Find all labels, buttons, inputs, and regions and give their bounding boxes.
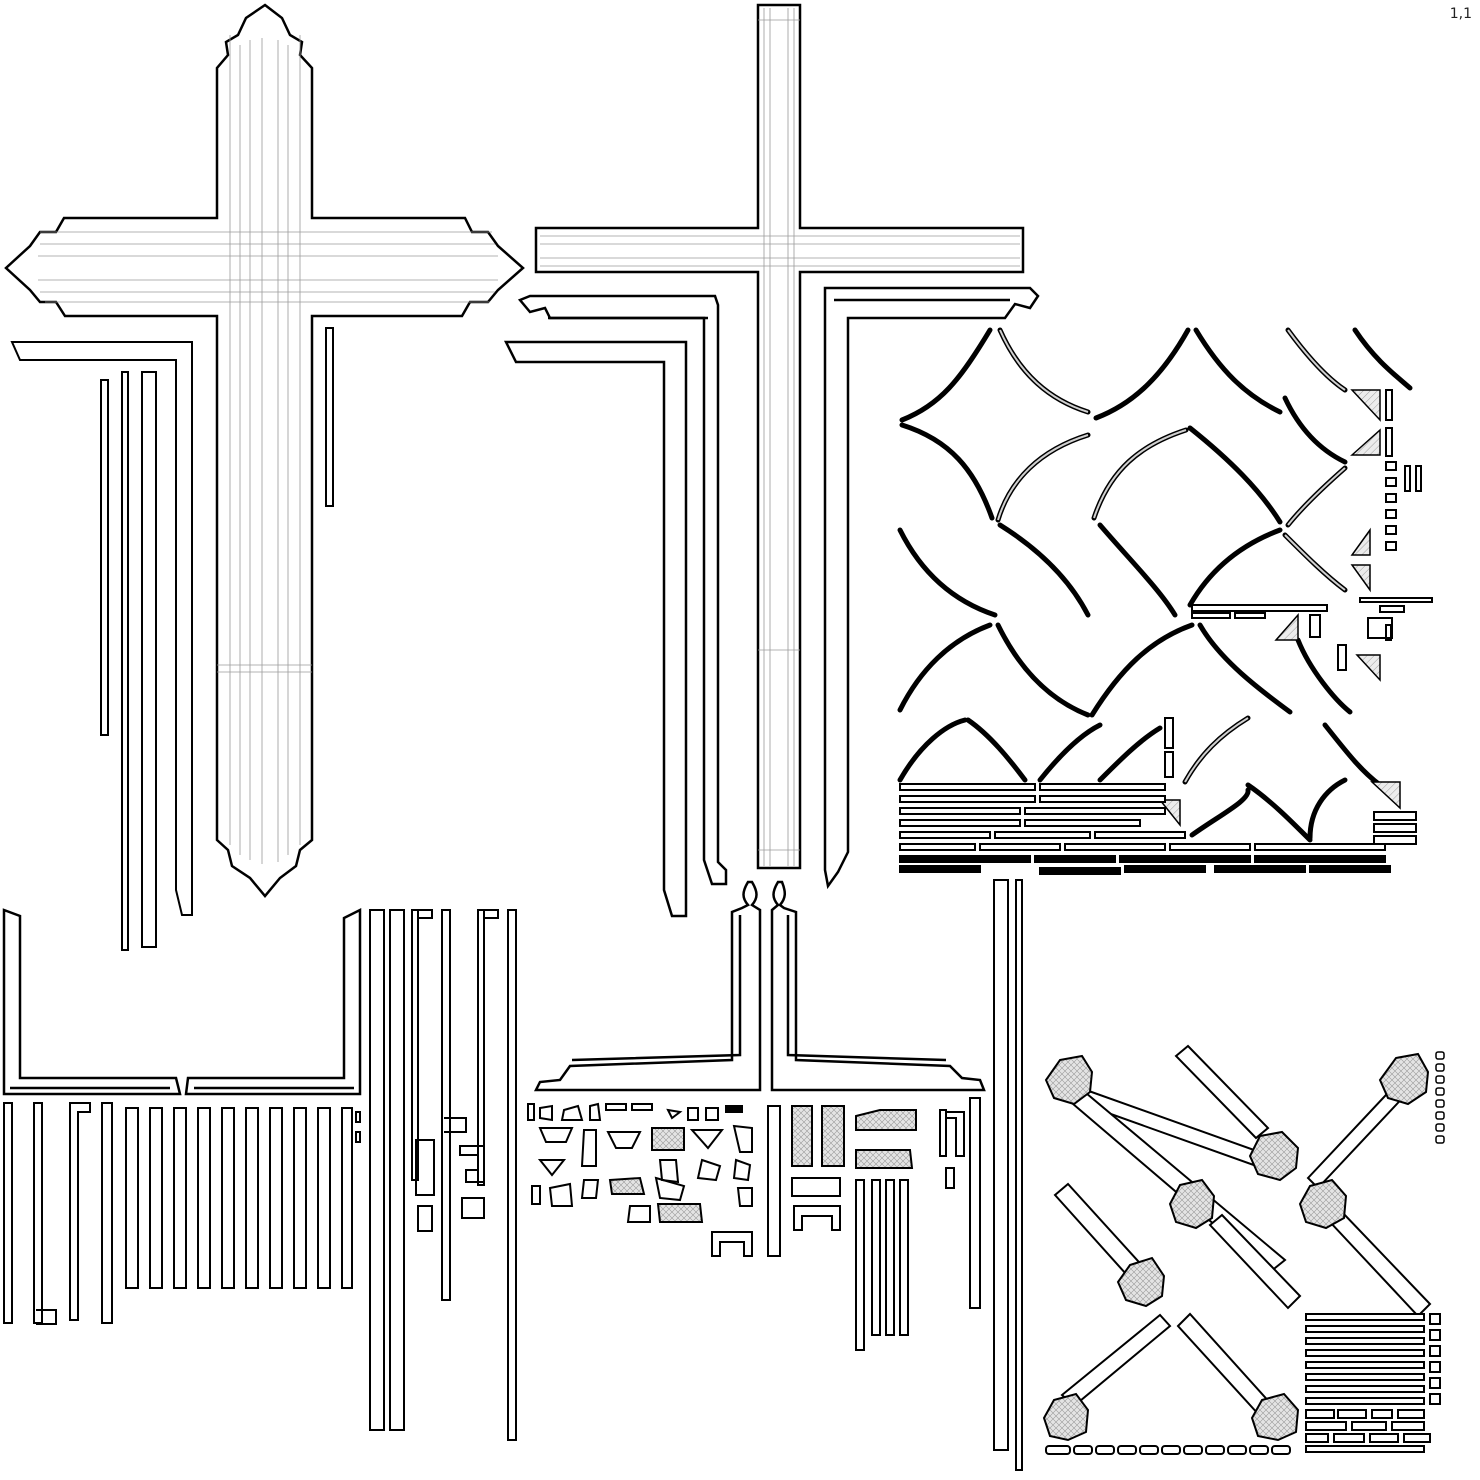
finial-bars: [1053, 1044, 1432, 1418]
moulding-pieces-middle: [503, 286, 1040, 918]
ornate-cross-shell: [4, 3, 525, 898]
moulding-bottom-left: [2, 907, 362, 1096]
chain-pieces-right: [1435, 1051, 1445, 1144]
t-moulding-bottom-middle: [533, 880, 986, 1092]
arc-tiles-highlight: [997, 329, 1346, 783]
ornate-cross-inner-grid: [38, 35, 498, 864]
plain-cross-inner-lines: [540, 8, 1020, 866]
plank-stack-bottom-right: [899, 783, 1417, 875]
vertical-rails-bottom-middle: [855, 879, 1023, 1471]
tall-rails-bottom-center: [369, 909, 517, 1441]
thin-strips-left: [10, 327, 334, 951]
arc-tiles: [897, 327, 1413, 843]
vertical-planks-bottom-left: [3, 1102, 361, 1325]
plain-cross-shell: [534, 3, 1025, 870]
plank-stack-far-bottom-right: [1045, 1313, 1441, 1455]
small-polygon-pieces: [527, 1102, 965, 1257]
hatched-wedges: [1158, 389, 1401, 828]
finial-heads: [1042, 1052, 1430, 1442]
uv-coordinate-label: 1,1: [1449, 6, 1472, 22]
small-blocks-right: [1164, 389, 1433, 778]
